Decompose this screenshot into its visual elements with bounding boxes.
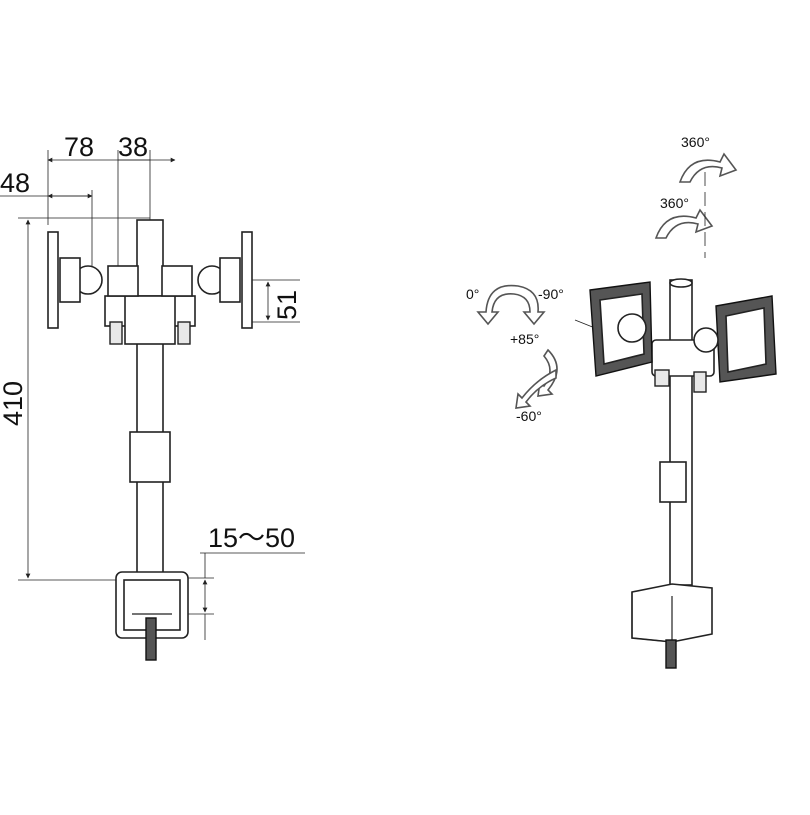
perspective-pole — [669, 279, 693, 586]
rotation-arrow-top — [678, 152, 738, 183]
perspective-view: 360° 360° 0° -90° +85° -60° — [466, 134, 777, 669]
pole-top — [669, 278, 693, 288]
right-arm-block — [161, 265, 193, 297]
dimension-51-label: 51 — [272, 290, 302, 320]
rotation-arrow-arm — [654, 208, 714, 239]
left-arm-block — [107, 265, 139, 297]
right-knob — [177, 321, 191, 345]
tilt-arrow-lower — [515, 368, 557, 409]
left-perspective-joint — [617, 313, 647, 343]
dimension-lines-clamp — [186, 552, 305, 640]
hub-lower — [124, 295, 176, 345]
dimension-lines-top — [0, 150, 176, 270]
perspective-clamp-screw — [665, 639, 677, 669]
rotation-arm-label: 360° — [660, 195, 689, 211]
front-view: 78 38 48 410 51 15～50 — [0, 132, 305, 661]
rotation-top-label: 360° — [681, 134, 710, 150]
pole-collar — [129, 431, 171, 483]
tilt-up-label: +85° — [510, 331, 539, 347]
clamp-screw — [145, 617, 157, 661]
right-vesa-plate — [241, 231, 253, 329]
dimension-78-label: 78 — [64, 132, 94, 162]
left-vesa-plate — [47, 231, 59, 329]
dimension-38-label: 38 — [118, 132, 148, 162]
perspective-knob-left — [654, 369, 670, 387]
left-knob — [109, 321, 123, 345]
swivel-right-label: -90° — [538, 286, 564, 302]
dimension-48-label: 48 — [0, 168, 30, 198]
dimension-lines-height — [18, 217, 150, 581]
perspective-pole-collar — [659, 461, 687, 503]
dimension-lines-51 — [250, 279, 300, 323]
tilt-down-label: -60° — [516, 408, 542, 424]
swivel-arrow — [476, 284, 546, 326]
pole — [136, 219, 164, 581]
right-vesa-inner — [725, 307, 767, 373]
left-head — [59, 257, 81, 303]
swivel-left-label: 0° — [466, 286, 479, 302]
dimension-410-label: 410 — [0, 381, 28, 426]
perspective-knob-right — [693, 371, 707, 393]
right-perspective-joint — [693, 327, 719, 353]
right-head — [219, 257, 241, 303]
dimension-clamp-label: 15～50 — [208, 523, 295, 553]
